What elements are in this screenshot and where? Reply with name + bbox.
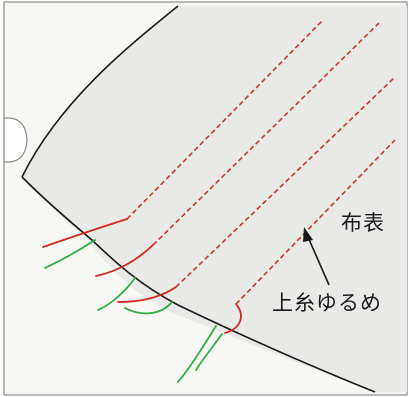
fabric-piece [22, 6, 407, 392]
lower-thread-4 [177, 325, 217, 383]
stitch-line-1 [126, 19, 324, 220]
lower-thread-1 [44, 239, 96, 269]
binder-hole [3, 117, 28, 163]
upper-thread-4-loop [224, 303, 242, 334]
upper-thread-1 [42, 218, 128, 248]
upper-thread-2 [95, 244, 154, 277]
lower-thread-3 [124, 301, 173, 315]
fabric-top-edge [21, 5, 179, 178]
stitch-line-4 [235, 139, 396, 305]
upper-thread-3 [117, 286, 177, 303]
pointer-arrow [303, 227, 330, 286]
lower-thread-2 [97, 277, 136, 311]
lower-thread-5 [195, 333, 223, 371]
stitch-lines [126, 19, 396, 305]
fabric-bottom-edge [21, 176, 376, 393]
thread-tails [42, 218, 242, 383]
fabric-face-label: 布表 [341, 211, 385, 235]
loose-top-thread-label: 上糸ゆるめ [272, 291, 382, 315]
stitch-line-2 [152, 22, 380, 246]
stitch-line-3 [175, 76, 396, 288]
